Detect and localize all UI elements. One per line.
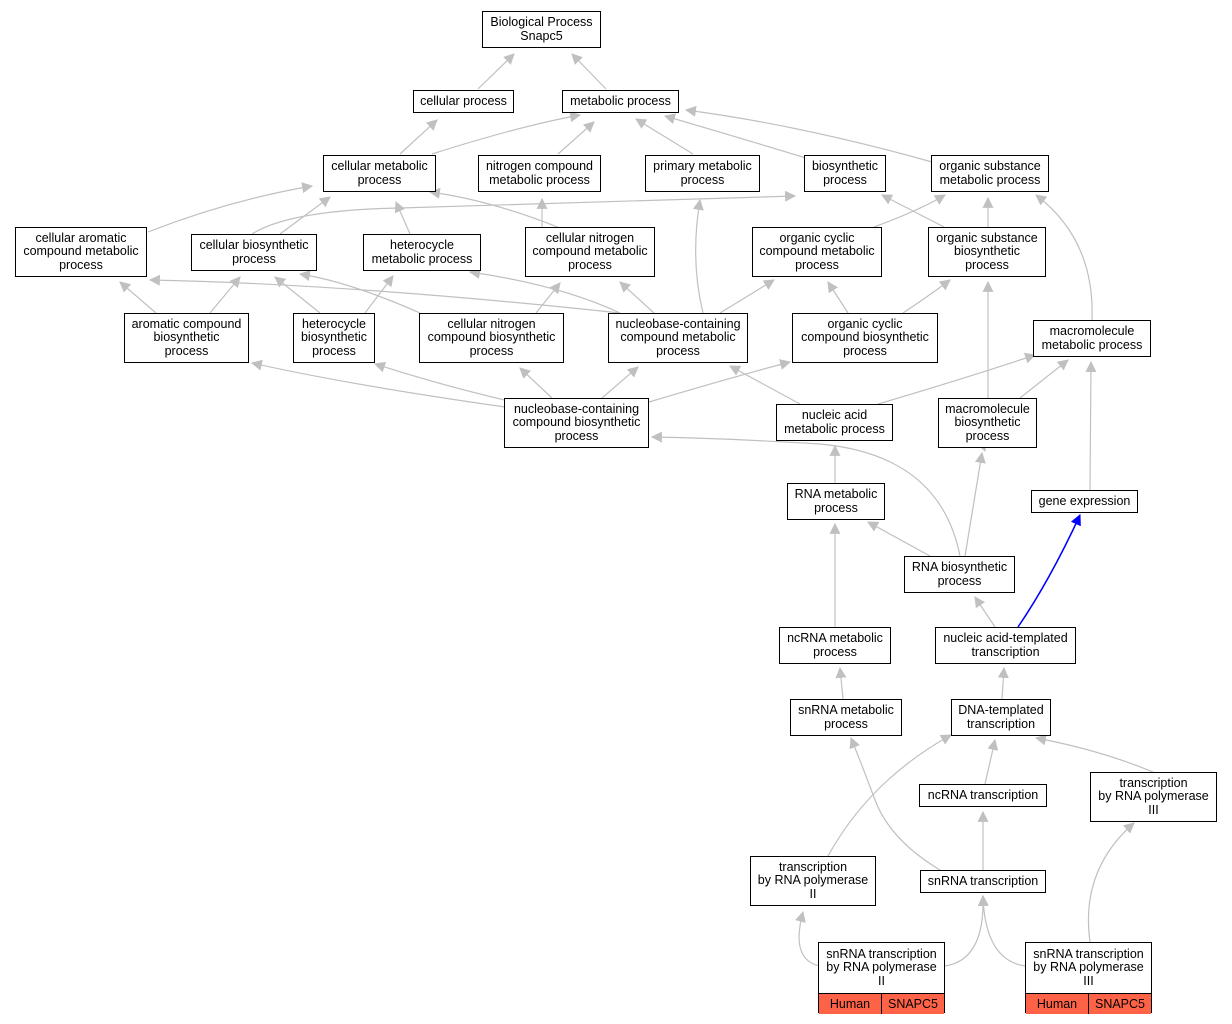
node-macromolecule-metabolic-process[interactable]: macromolecule metabolic process bbox=[1033, 320, 1151, 357]
node-biological-process[interactable]: Biological Process Snapc5 bbox=[482, 11, 601, 48]
edge bbox=[635, 118, 694, 155]
node-snrna-metabolic-process[interactable]: snRNA metabolic process bbox=[790, 699, 902, 736]
edge bbox=[557, 121, 595, 155]
node-cellular-aromatic-compound-metabolic-process[interactable]: cellular aromatic compound metabolic pro… bbox=[15, 227, 147, 277]
edge bbox=[648, 359, 792, 403]
edge bbox=[650, 431, 961, 557]
gene-tag: SNAPC5 bbox=[1088, 994, 1151, 1014]
node-rna-metabolic-process[interactable]: RNA metabolic process bbox=[787, 483, 885, 520]
edge bbox=[849, 736, 941, 871]
node-dna-templated-transcription[interactable]: DNA-templated transcription bbox=[951, 699, 1051, 736]
edge bbox=[835, 666, 847, 700]
species-tag: Human bbox=[1026, 994, 1088, 1014]
node-transcription-by-rna-polymerase-ii[interactable]: transcription by RNA polymerase II bbox=[750, 856, 876, 906]
edge bbox=[119, 281, 157, 314]
edge bbox=[571, 53, 607, 90]
node-nucleic-acid-templated-transcription[interactable]: nucleic acid-templated transcription bbox=[935, 627, 1076, 664]
edge bbox=[394, 200, 411, 235]
node-nitrogen-compound-metabolic-process[interactable]: nitrogen compound metabolic process bbox=[478, 155, 601, 192]
edge bbox=[147, 182, 314, 233]
edge bbox=[1019, 359, 1069, 399]
node-cellular-biosynthetic-process[interactable]: cellular biosynthetic process bbox=[191, 234, 317, 271]
edge bbox=[663, 113, 807, 159]
node-gene-expression[interactable]: gene expression bbox=[1031, 490, 1138, 513]
edge bbox=[251, 190, 797, 235]
edge bbox=[964, 451, 986, 557]
edge bbox=[719, 279, 775, 314]
leaf-tags: Human SNAPC5 bbox=[1026, 993, 1151, 1014]
edge bbox=[148, 274, 621, 314]
edge bbox=[974, 596, 996, 628]
edge bbox=[535, 282, 561, 314]
edge bbox=[428, 187, 561, 229]
node-organic-cyclic-compound-biosynthetic-process[interactable]: organic cyclic compound biosynthetic pro… bbox=[792, 313, 938, 363]
leaf-label: snRNA transcription by RNA polymerase II bbox=[826, 946, 937, 988]
edge bbox=[684, 105, 933, 163]
node-macromolecule-biosynthetic-process[interactable]: macromolecule biosynthetic process bbox=[938, 398, 1037, 448]
edge bbox=[468, 267, 621, 314]
node-organic-cyclic-compound-metabolic-process[interactable]: organic cyclic compound metabolic proces… bbox=[752, 227, 882, 277]
edge bbox=[399, 119, 438, 155]
node-organic-substance-biosynthetic-process[interactable]: organic substance biosynthetic process bbox=[928, 227, 1046, 277]
node-nucleobase-containing-compound-metabolic-process[interactable]: nucleobase-containing compound metabolic… bbox=[608, 313, 748, 363]
leaf-snrna-transcription-by-rna-polymerase-iii[interactable]: snRNA transcription by RNA polymerase II… bbox=[1025, 942, 1152, 1014]
edge bbox=[274, 276, 321, 314]
node-primary-metabolic-process[interactable]: primary metabolic process bbox=[645, 155, 760, 192]
leaf-snrna-transcription-by-rna-polymerase-ii[interactable]: snRNA transcription by RNA polymerase II… bbox=[818, 942, 945, 1014]
node-heterocycle-metabolic-process[interactable]: heterocycle metabolic process bbox=[363, 234, 481, 271]
node-nucleic-acid-metabolic-process[interactable]: nucleic acid metabolic process bbox=[776, 404, 893, 441]
node-cellular-nitrogen-compound-metabolic-process[interactable]: cellular nitrogen compound metabolic pro… bbox=[525, 227, 655, 277]
edge bbox=[519, 367, 553, 399]
edge bbox=[1034, 734, 1154, 773]
edge bbox=[1087, 822, 1135, 943]
edge bbox=[298, 270, 421, 314]
edge bbox=[827, 734, 952, 857]
edge bbox=[795, 910, 821, 967]
edge bbox=[881, 194, 945, 228]
gene-tag: SNAPC5 bbox=[881, 994, 944, 1014]
species-tag: Human bbox=[819, 994, 881, 1014]
edge bbox=[250, 359, 506, 408]
edge bbox=[944, 894, 989, 967]
node-cellular-metabolic-process[interactable]: cellular metabolic process bbox=[323, 155, 436, 192]
edge bbox=[373, 361, 514, 403]
node-cellular-nitrogen-compound-biosynthetic-process[interactable]: cellular nitrogen compound biosynthetic … bbox=[419, 313, 564, 363]
edge bbox=[1085, 360, 1097, 491]
node-snrna-transcription[interactable]: snRNA transcription bbox=[920, 870, 1046, 893]
node-aromatic-compound-biosynthetic-process[interactable]: aromatic compound biosynthetic process bbox=[124, 313, 249, 363]
edge bbox=[997, 666, 1009, 700]
edge bbox=[477, 53, 515, 90]
node-biosynthetic-process[interactable]: biosynthetic process bbox=[804, 155, 886, 192]
edge bbox=[827, 281, 849, 314]
node-rna-biosynthetic-process[interactable]: RNA biosynthetic process bbox=[904, 556, 1015, 593]
edge-highlighted bbox=[1017, 514, 1081, 628]
edge bbox=[877, 352, 1037, 405]
edge bbox=[984, 738, 999, 785]
node-organic-substance-metabolic-process[interactable]: organic substance metabolic process bbox=[931, 155, 1049, 192]
node-transcription-by-rna-polymerase-iii[interactable]: transcription by RNA polymerase III bbox=[1090, 772, 1217, 822]
edge bbox=[601, 366, 639, 399]
node-metabolic-process[interactable]: metabolic process bbox=[562, 90, 679, 113]
node-nucleobase-containing-compound-biosynthetic-process[interactable]: nucleobase-containing compound biosynthe… bbox=[504, 398, 649, 448]
edge bbox=[977, 894, 1026, 967]
edge bbox=[873, 194, 946, 228]
node-ncrna-metabolic-process[interactable]: ncRNA metabolic process bbox=[779, 627, 891, 664]
node-heterocycle-biosynthetic-process[interactable]: heterocycle biosynthetic process bbox=[293, 313, 375, 363]
edge bbox=[692, 198, 704, 314]
edge bbox=[364, 275, 394, 314]
edge bbox=[902, 279, 951, 314]
edge bbox=[619, 281, 655, 314]
edge bbox=[431, 111, 582, 155]
leaf-label: snRNA transcription by RNA polymerase II… bbox=[1033, 946, 1144, 988]
node-ncrna-transcription[interactable]: ncRNA transcription bbox=[919, 784, 1047, 807]
edge bbox=[1035, 194, 1093, 321]
node-cellular-process[interactable]: cellular process bbox=[413, 90, 514, 113]
edge bbox=[867, 521, 931, 557]
edge bbox=[729, 365, 801, 405]
leaf-tags: Human SNAPC5 bbox=[819, 993, 944, 1014]
